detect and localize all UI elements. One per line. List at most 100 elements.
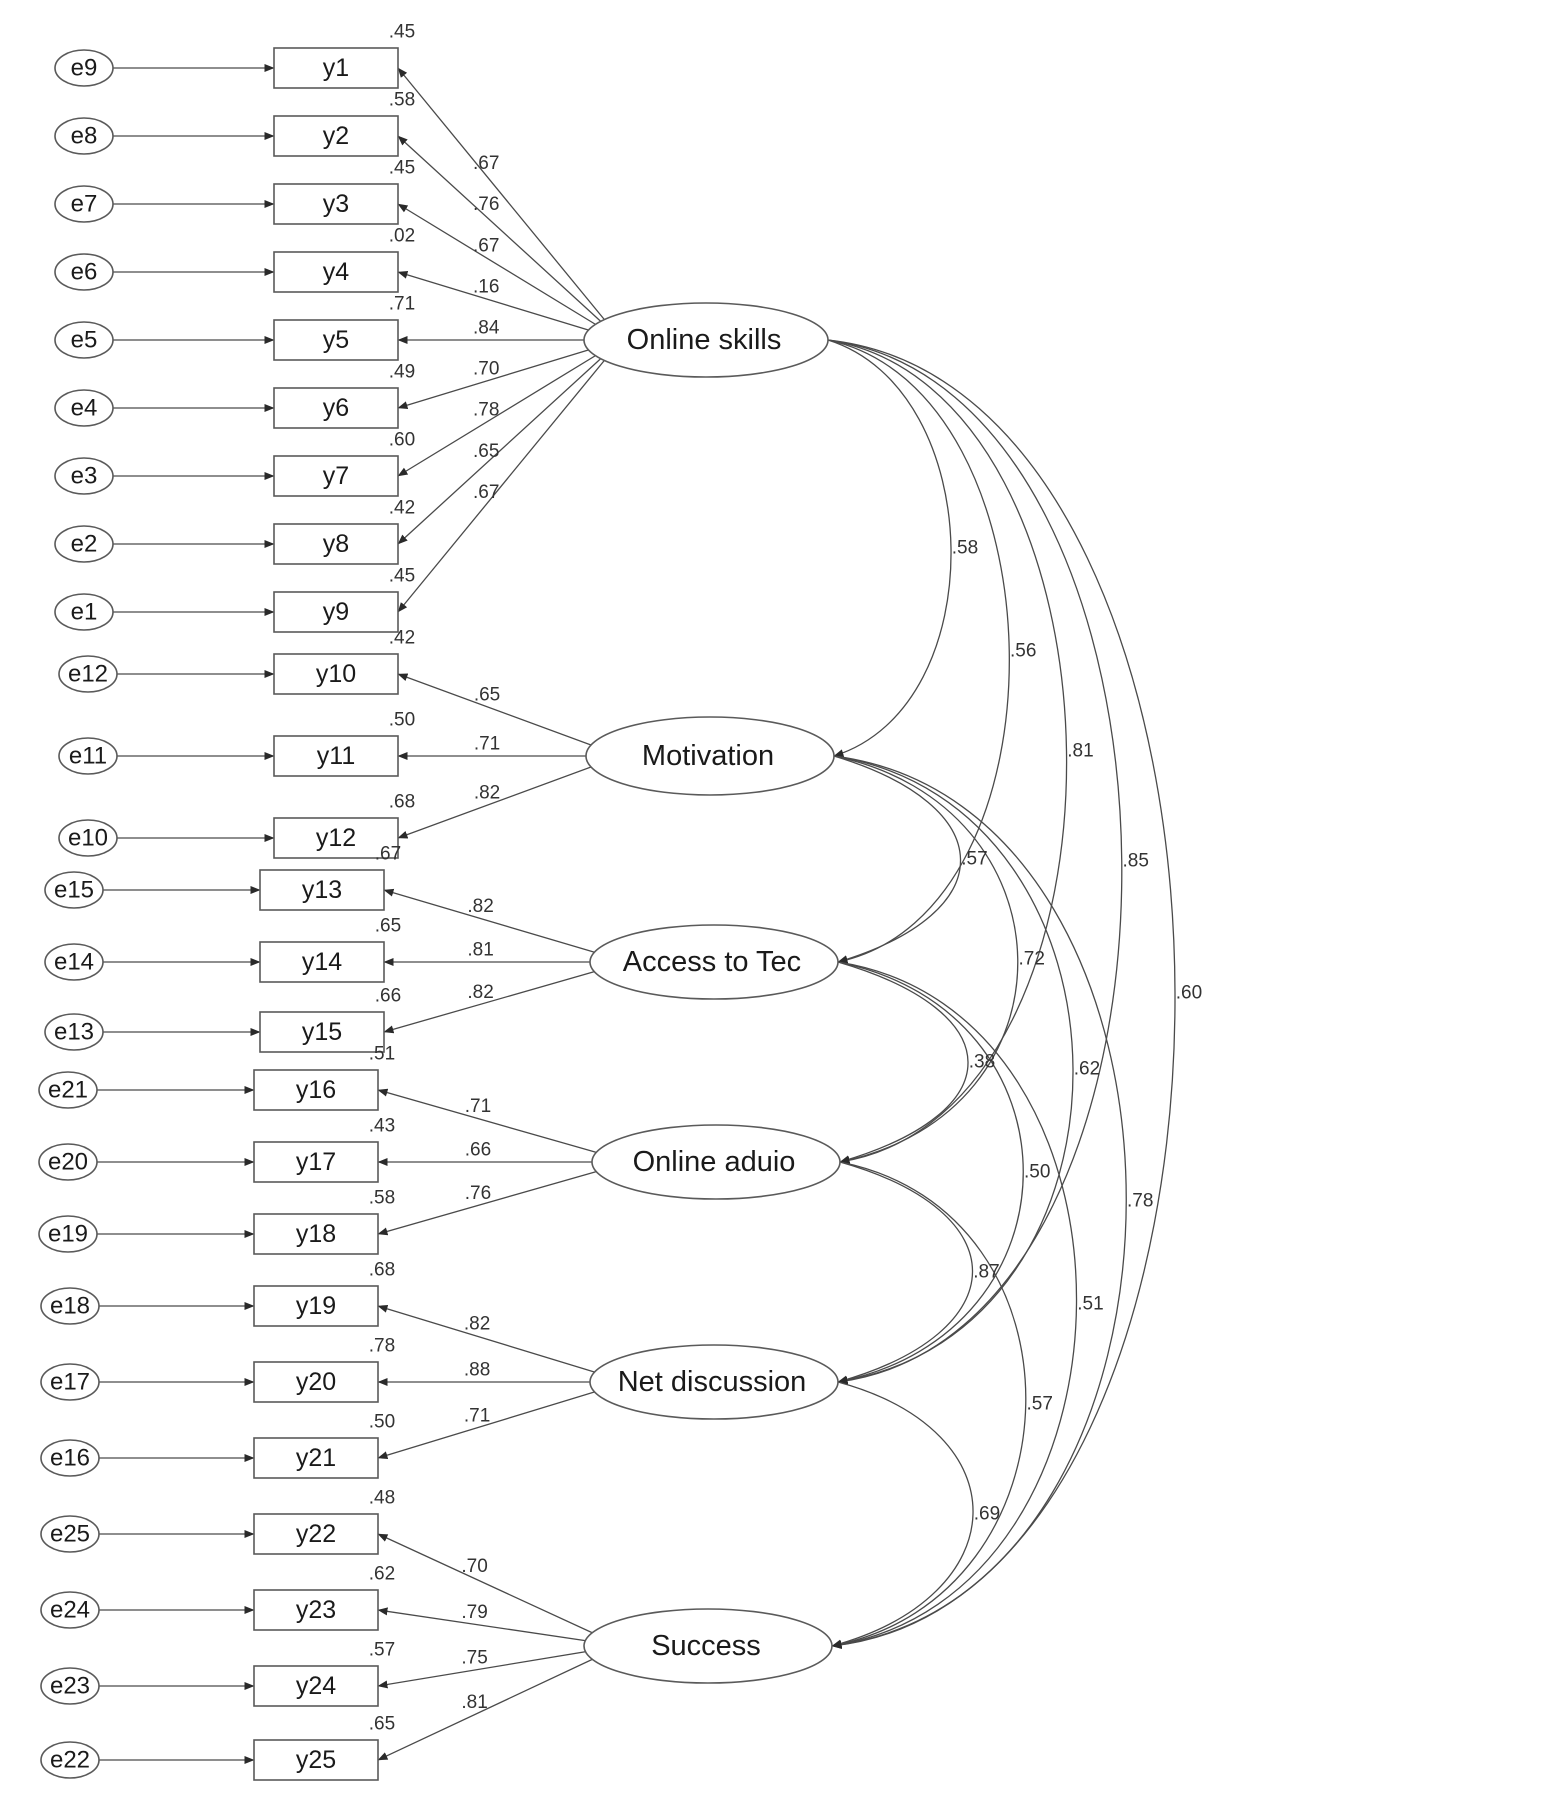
factor-loading-value: .76 [465,1183,491,1204]
r-squared-value: .68 [389,792,415,813]
factor-correlation-value: .81 [1067,741,1093,762]
factor-correlation-arc [817,334,1068,1165]
r-squared-value: .42 [389,498,415,519]
indicator-box [273,591,399,633]
error-term-oval [38,1215,98,1253]
factor-correlation-arc [829,1156,1027,1649]
factor-loading-value: .76 [473,194,499,215]
factor-correlation-arc [827,956,1078,1649]
latent-factor-ellipse [589,1344,839,1420]
indicator-label: y12 [316,824,356,852]
factor-correlation-value: .58 [952,538,978,559]
indicator-box [273,251,399,293]
indicator-box [253,1665,379,1707]
indicator-box [273,735,399,777]
r-squared-value: .67 [375,844,401,865]
error-term-label: e7 [71,191,98,218]
factor-loading-value: .82 [474,783,500,804]
factor-loading-value: .82 [464,1314,490,1335]
indicator-box [259,941,385,983]
factor-correlation-value: .62 [1074,1059,1100,1080]
factor-correlation-arc [823,749,962,964]
factor-loading-arrow [397,135,609,329]
factor-correlation-arc [827,955,969,1164]
indicator-box [253,1141,379,1183]
indicator-box [259,869,385,911]
factor-loading-arrow [397,759,611,839]
factor-correlation-value: .57 [961,849,987,870]
factor-loading-arrow [397,673,611,753]
latent-factor-label: Success [651,1630,761,1662]
factor-loading-arrow [383,888,615,959]
error-term-oval [44,1013,104,1051]
r-squared-value: .71 [389,294,415,315]
factor-correlation-arc [823,750,1074,1385]
indicator-label: y10 [316,660,356,688]
error-term-label: e20 [48,1149,88,1176]
error-term-label: e2 [71,531,98,558]
factor-loading-arrow [397,67,609,325]
factor-loading-value: .65 [473,441,499,462]
factor-loading-arrow [377,1088,617,1159]
error-term-oval [40,1667,100,1705]
indicator-box [273,319,399,361]
latent-factor-label: Access to Tec [623,946,801,978]
factor-loading-value: .79 [461,1602,487,1623]
factor-loading-value: .88 [464,1360,490,1381]
factor-correlation-value: .87 [973,1262,999,1283]
latent-factor-ellipse [583,302,829,378]
indicator-box [253,1361,379,1403]
indicator-box [273,183,399,225]
factor-correlation-value: .38 [969,1052,995,1073]
indicator-box [273,523,399,565]
error-term-label: e19 [48,1221,88,1248]
factor-correlation-value: .51 [1077,1294,1103,1315]
indicator-label: y7 [323,462,349,490]
factor-loading-value: .78 [473,400,499,421]
error-term-oval [40,1363,100,1401]
error-term-oval [44,943,104,981]
indicator-label: y4 [323,258,350,286]
indicator-label: y19 [296,1292,336,1320]
latent-factor-label: Online skills [627,324,782,356]
error-term-oval [54,593,114,631]
error-term-label: e14 [54,949,94,976]
factor-correlation-arc [817,333,952,757]
indicator-label: y23 [296,1596,336,1624]
latent-factor-label: Online aduio [633,1146,796,1178]
factor-correlation-value: .50 [1024,1162,1050,1183]
factor-correlation-arc [829,1155,973,1384]
r-squared-value: .66 [375,986,401,1007]
factor-correlation-arc [824,750,1127,1649]
r-squared-value: .57 [369,1640,395,1661]
indicator-label: y14 [302,948,342,976]
error-term-oval [38,1071,98,1109]
factor-loading-value: .81 [461,1692,487,1713]
factor-loading-value: .82 [467,896,493,917]
error-term-oval [58,819,118,857]
indicator-label: y15 [302,1018,342,1046]
error-term-oval [54,185,114,223]
error-term-label: e10 [68,825,108,852]
indicator-box [273,47,399,89]
factor-loading-value: .66 [465,1140,491,1161]
indicator-label: y16 [296,1076,336,1104]
factor-loading-arrow [397,351,609,545]
indicator-box [253,1437,379,1479]
indicator-box [253,1589,379,1631]
r-squared-value: .45 [389,22,415,43]
factor-loading-arrow [377,1385,615,1460]
indicator-label: y3 [323,190,349,218]
latent-factor-ellipse [589,924,839,1000]
factor-correlation-arc [818,334,1123,1385]
indicator-box [259,1011,385,1053]
error-term-label: e24 [50,1597,90,1624]
indicator-box [273,653,399,695]
latent-factor-label: Motivation [642,740,774,772]
indicator-label: y8 [323,530,349,558]
factor-loading-value: .84 [473,318,500,339]
r-squared-value: .58 [389,90,415,111]
r-squared-value: .42 [389,628,415,649]
latent-factor-ellipse [583,1608,833,1684]
